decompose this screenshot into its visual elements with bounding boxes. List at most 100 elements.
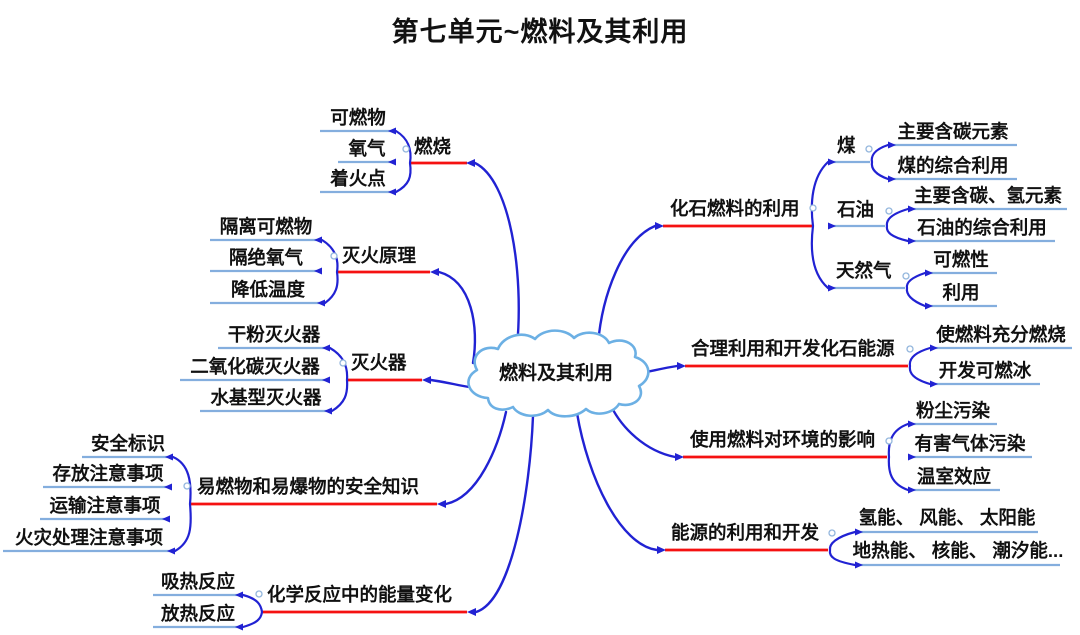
arrow-icon xyxy=(167,547,175,555)
arrow-icon xyxy=(888,141,896,149)
leaf-node[interactable]: 石油的综合利用 xyxy=(917,217,1047,238)
arrow-icon xyxy=(164,483,172,491)
leaf-node[interactable]: 氧气 xyxy=(348,138,386,159)
arrow-icon xyxy=(388,127,396,135)
arrow-icon xyxy=(314,267,322,275)
branch-fire-extinguisher[interactable]: 灭火器 xyxy=(351,352,407,373)
leaf-node[interactable]: 吸热反应 xyxy=(160,571,235,592)
connector-curve xyxy=(575,411,659,552)
arrow-icon xyxy=(388,188,396,196)
expand-collapse-handle[interactable] xyxy=(339,359,347,367)
arrow-icon xyxy=(467,608,476,616)
leaf-node[interactable]: 有害气体污染 xyxy=(914,433,1026,454)
expand-collapse-handle[interactable] xyxy=(885,207,893,215)
leaf-node[interactable]: 利用 xyxy=(942,282,980,303)
expand-collapse-handle[interactable] xyxy=(255,590,263,598)
brace-curve xyxy=(320,238,339,305)
leaf-node[interactable]: 氢能、 风能、 太阳能 xyxy=(858,507,1036,528)
branch-energy-development[interactable]: 能源的利用和开发 xyxy=(671,522,820,543)
brace-curve xyxy=(810,160,830,290)
arrow-icon xyxy=(675,453,684,461)
branch-fossil-fuel-use[interactable]: 化石燃料的利用 xyxy=(670,198,800,219)
arrow-icon xyxy=(908,420,916,428)
expand-collapse-handle[interactable] xyxy=(828,529,836,537)
central-topic[interactable]: 燃料及其利用 xyxy=(498,363,613,384)
connector-curve xyxy=(437,270,477,365)
brace-curve xyxy=(171,455,192,553)
leaf-node[interactable]: 水基型灭火器 xyxy=(210,387,322,408)
expand-handles[interactable] xyxy=(183,145,914,598)
leaf-node[interactable]: 主要含碳、氢元素 xyxy=(913,185,1062,206)
brace-curve xyxy=(908,346,932,386)
leaf-underlines xyxy=(3,129,1072,629)
leaf-node[interactable]: 运输注意事项 xyxy=(49,495,161,516)
branch-flammables-explosives-safety[interactable]: 易燃物和易爆物的安全知识 xyxy=(197,476,420,497)
expand-collapse-handle[interactable] xyxy=(902,272,910,280)
arrow-icon xyxy=(162,515,170,523)
branch-energy-change-in-reactions[interactable]: 化学反应中的能量变化 xyxy=(267,584,453,605)
arrow-icon xyxy=(165,453,173,461)
leaf-node[interactable]: 地热能、 核能、 潮汐能... xyxy=(852,540,1064,561)
expand-collapse-handle[interactable] xyxy=(885,437,893,445)
leaf-node[interactable]: 干粉灭火器 xyxy=(227,324,321,345)
branch-combustion[interactable]: 燃烧 xyxy=(414,136,452,157)
leaf-node[interactable]: 粉尘污染 xyxy=(915,400,990,421)
expand-collapse-handle[interactable] xyxy=(183,482,191,490)
subnode-petroleum[interactable]: 石油 xyxy=(837,199,875,220)
connector-curve xyxy=(473,161,520,349)
leaf-node[interactable]: 煤的综合利用 xyxy=(897,155,1009,176)
arrow-icon xyxy=(322,376,330,384)
arrow-icon xyxy=(925,302,933,310)
brace-curve xyxy=(828,530,857,567)
cloud-shape[interactable] xyxy=(467,329,650,418)
leaf-node[interactable]: 隔离可燃物 xyxy=(219,216,313,237)
leaf-node[interactable]: 可燃物 xyxy=(330,107,386,128)
brace-curve xyxy=(394,129,412,194)
leaf-node[interactable]: 二氧化碳灭火器 xyxy=(190,356,320,377)
arrow-icon xyxy=(677,362,686,370)
arrow-icon xyxy=(855,528,863,536)
leaf-node[interactable]: 火灾处理注意事项 xyxy=(14,527,163,548)
arrow-icon xyxy=(235,623,243,631)
connector-curve xyxy=(474,414,535,614)
arrow-icon xyxy=(388,158,396,166)
branch-fuel-environment-impact[interactable]: 使用燃料对环境的影响 xyxy=(690,429,876,450)
leaf-node[interactable]: 开发可燃冰 xyxy=(938,360,1032,381)
branch-extinguishing-principle[interactable]: 灭火原理 xyxy=(342,245,417,266)
page-title: 第七单元~燃料及其利用 xyxy=(391,17,689,47)
leaf-node[interactable]: 使燃料充分燃烧 xyxy=(936,324,1066,345)
expand-collapse-handle[interactable] xyxy=(865,145,873,153)
arrow-icon xyxy=(466,159,475,167)
leaf-node[interactable]: 存放注意事项 xyxy=(52,463,164,484)
arrow-icon xyxy=(322,344,330,352)
brace-curve xyxy=(887,422,910,492)
arrow-icon xyxy=(930,344,938,352)
leaf-node[interactable]: 主要含碳元素 xyxy=(897,121,1009,142)
expand-collapse-handle[interactable] xyxy=(402,145,410,153)
leaf-node[interactable]: 温室效应 xyxy=(916,466,991,487)
arrow-icon xyxy=(828,222,836,230)
arrow-icon xyxy=(324,407,332,415)
connector-curve xyxy=(444,410,508,506)
brace-curve xyxy=(328,346,349,413)
leaf-node[interactable]: 安全标识 xyxy=(90,433,165,454)
branch-fossil-energy-development[interactable]: 合理利用和开发化石能源 xyxy=(691,338,895,359)
leaf-node[interactable]: 放热反应 xyxy=(160,603,235,624)
brace-curve xyxy=(241,593,264,629)
expand-collapse-handle[interactable] xyxy=(809,204,817,212)
leaf-node[interactable]: 可燃性 xyxy=(933,249,989,270)
arrow-icon xyxy=(430,268,439,276)
arrow-icon xyxy=(314,236,322,244)
subnode-natural-gas[interactable]: 天然气 xyxy=(836,260,892,281)
connector-curve xyxy=(609,404,677,459)
arrow-icon xyxy=(908,453,916,461)
arrow-icon xyxy=(828,158,836,166)
expand-collapse-handle[interactable] xyxy=(906,345,914,353)
leaf-node[interactable]: 隔绝氧气 xyxy=(228,247,303,268)
subnode-coal[interactable]: 煤 xyxy=(837,135,856,156)
leaf-node[interactable]: 着火点 xyxy=(330,168,386,189)
leaf-node[interactable]: 降低温度 xyxy=(230,279,305,300)
brace-curve xyxy=(870,143,890,181)
expand-collapse-handle[interactable] xyxy=(330,252,338,260)
